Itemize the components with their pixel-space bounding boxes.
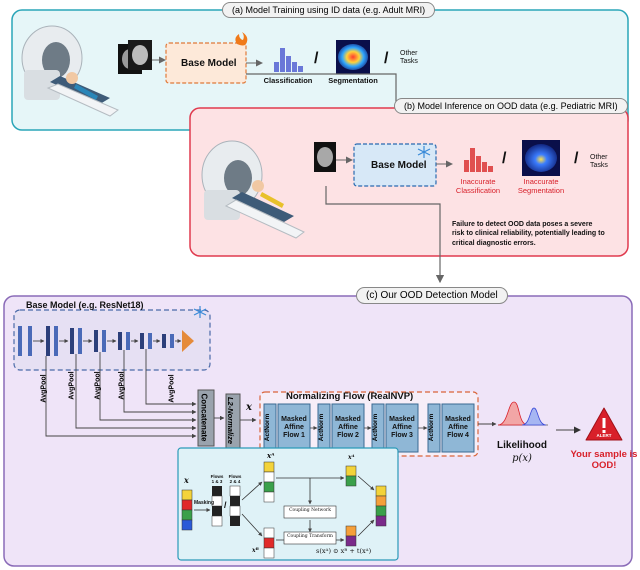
actnorm-2: ActNorm [318, 413, 326, 442]
alert-icon [585, 407, 623, 441]
mri-scanner-b [201, 140, 305, 239]
concatenate-label: Concatenate [199, 393, 209, 442]
panel-c [3, 295, 633, 567]
alert-text: ALERT [596, 433, 612, 438]
separator-a1: / [314, 50, 319, 67]
avgpool-label-4: AvgPool [118, 371, 126, 400]
histogram-icon-a [274, 48, 303, 72]
other-tasks-a: Other Tasks [400, 50, 418, 66]
separator-b1: / [502, 150, 507, 167]
flow-3-label: Masked Affine Flow 3 [389, 416, 415, 440]
coupling-formula: s(xᴬ) ⊙ xᴮ + t(xᴬ) [316, 547, 372, 555]
resnet-box [13, 309, 211, 371]
flow-1-label: Masked Affine Flow 1 [281, 416, 307, 440]
flows-24-label: Flows 2 & 4 [228, 474, 242, 485]
separator-a2: / [384, 50, 389, 67]
flow-4-label: Masked Affine Flow 4 [445, 416, 471, 440]
inset-vectors [181, 461, 387, 559]
avgpool-label-3: AvgPool [94, 371, 102, 400]
actnorm-3: ActNorm [372, 413, 380, 442]
base-model-a-label: Base Model [181, 58, 237, 69]
segmentation-label: Segmentation [328, 76, 378, 85]
panel-c-title: (c) Our OOD Detection Model [356, 287, 508, 304]
base-model-b-box [353, 143, 437, 187]
coupling-network-label: Coupling Network [289, 508, 331, 513]
flow-blocks [263, 403, 475, 453]
resnet-layers [18, 326, 194, 356]
x-a-right: xᴬ [348, 454, 355, 461]
failure-note: Failure to detect OOD data poses a sever… [452, 221, 605, 247]
masking-label: Masking [194, 500, 215, 506]
snowflake-icon-c [193, 306, 207, 318]
inset-x: x [184, 475, 189, 485]
avgpool-label-2: AvgPool [68, 371, 76, 400]
x-b-label: xᴮ [252, 547, 259, 554]
arrow-b-to-c [325, 186, 445, 284]
mri-scanner-a [21, 25, 119, 117]
other-tasks-b: Other Tasks [590, 154, 608, 170]
avgpool-label-1: AvgPool [40, 374, 48, 403]
flows-13-label: Flows 1 & 3 [210, 474, 224, 485]
base-model-b-label: Base Model [371, 160, 427, 171]
actnorm-1: ActNorm [264, 413, 272, 442]
likelihood-label: Likelihood [497, 440, 547, 451]
likelihood-distribution-icon [497, 401, 548, 426]
mri-slices-a [118, 40, 152, 74]
x-symbol: x [246, 402, 252, 413]
x-a-top: xᴬ [267, 451, 275, 460]
ood-result-text: Your sample is OOD! [570, 449, 638, 471]
separator-b2: / [574, 150, 579, 167]
avgpool-connectors [45, 349, 197, 439]
coupling-transform-label: Coupling Transform [287, 534, 333, 539]
normalizing-flow-title: Normalizing Flow (RealNVP) [286, 391, 414, 402]
flow-2-label: Masked Affine Flow 2 [335, 416, 361, 440]
resnet-label: Base Model (e.g. ResNet18) [26, 300, 144, 310]
panel-b-title: (b) Model Inference on OOD data (e.g. Pe… [394, 98, 628, 114]
histogram-icon-b [464, 148, 493, 172]
inaccurate-classification-label: Inaccurate Classification [455, 177, 501, 195]
snowflake-icon-b [417, 146, 431, 158]
classification-label: Classification [263, 76, 313, 85]
actnorm-4: ActNorm [428, 413, 436, 442]
panel-b [189, 107, 629, 257]
base-model-a-box [165, 42, 247, 84]
inaccurate-segmentation-label: Inaccurate Segmentation [517, 177, 565, 195]
panel-a-title: (a) Model Training using ID data (e.g. A… [222, 2, 436, 18]
l2norm-label: L2-Normalize [226, 396, 236, 445]
flame-icon [235, 32, 248, 46]
likelihood-symbol: p(x) [512, 453, 532, 464]
inset-slash: / [224, 500, 227, 510]
avgpool-label-5: AvgPool [168, 374, 176, 403]
